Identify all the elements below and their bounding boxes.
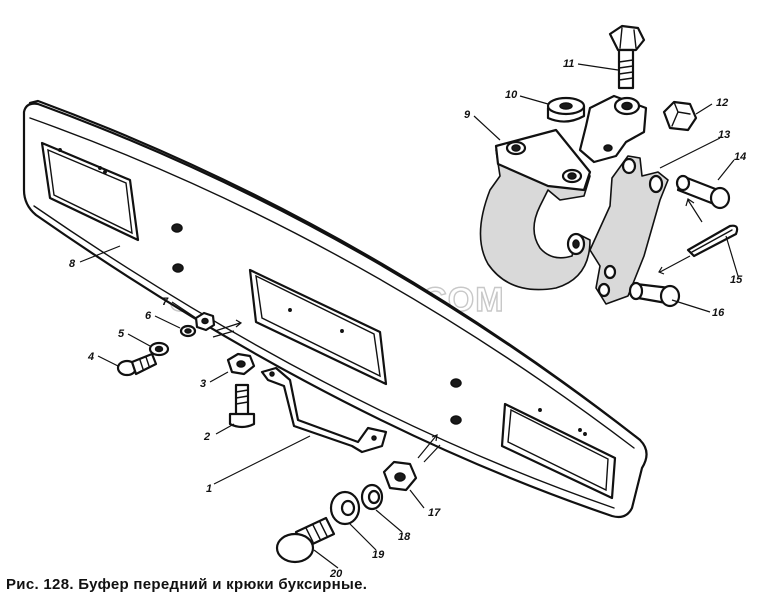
callout-13: 13 xyxy=(718,129,730,141)
cotter-pin-15 xyxy=(686,224,739,258)
pin-16 xyxy=(628,281,681,308)
callout-20: 20 xyxy=(329,568,343,580)
spring-washer-18 xyxy=(360,483,384,511)
figure-caption: Рис. 128. Буфер передний и крюки буксирн… xyxy=(6,576,368,593)
nut-12 xyxy=(662,100,698,132)
bolt-20 xyxy=(275,516,336,564)
nut-17 xyxy=(382,460,418,492)
callout-6: 6 xyxy=(145,310,152,322)
nut-3 xyxy=(226,352,256,376)
callout-12: 12 xyxy=(716,97,728,109)
callout-8: 8 xyxy=(69,258,76,270)
callout-labels: 1 2 3 4 5 6 7 8 9 10 11 12 13 14 15 16 1… xyxy=(69,58,746,580)
callout-18: 18 xyxy=(398,531,411,543)
callout-17: 17 xyxy=(428,507,441,519)
spring-washer-6 xyxy=(179,324,197,338)
callout-2: 2 xyxy=(203,431,210,443)
washer-5 xyxy=(148,341,170,357)
callout-16: 16 xyxy=(712,307,725,319)
nut-7 xyxy=(194,311,216,332)
hook-latch xyxy=(589,155,669,305)
tow-hook xyxy=(479,128,592,291)
bolt-2 xyxy=(228,383,256,429)
callout-19: 19 xyxy=(372,549,385,561)
callout-4: 4 xyxy=(87,351,94,363)
callout-3: 3 xyxy=(200,378,206,390)
leader-lines xyxy=(79,63,739,569)
bolt-4 xyxy=(116,352,158,377)
callout-7: 7 xyxy=(162,296,169,308)
washer-10 xyxy=(546,96,586,123)
callout-14: 14 xyxy=(734,151,746,163)
callout-10: 10 xyxy=(505,89,518,101)
callout-1: 1 xyxy=(206,483,212,495)
pin-14 xyxy=(675,174,731,210)
callout-15: 15 xyxy=(730,274,743,286)
callout-11: 11 xyxy=(563,58,574,70)
washer-19 xyxy=(329,490,361,526)
callout-5: 5 xyxy=(118,328,125,340)
callout-9: 9 xyxy=(464,109,471,121)
bracket xyxy=(260,366,388,454)
hook-mount-plate xyxy=(578,94,648,164)
bumper-beam xyxy=(22,99,648,519)
bolt-11 xyxy=(608,24,646,90)
